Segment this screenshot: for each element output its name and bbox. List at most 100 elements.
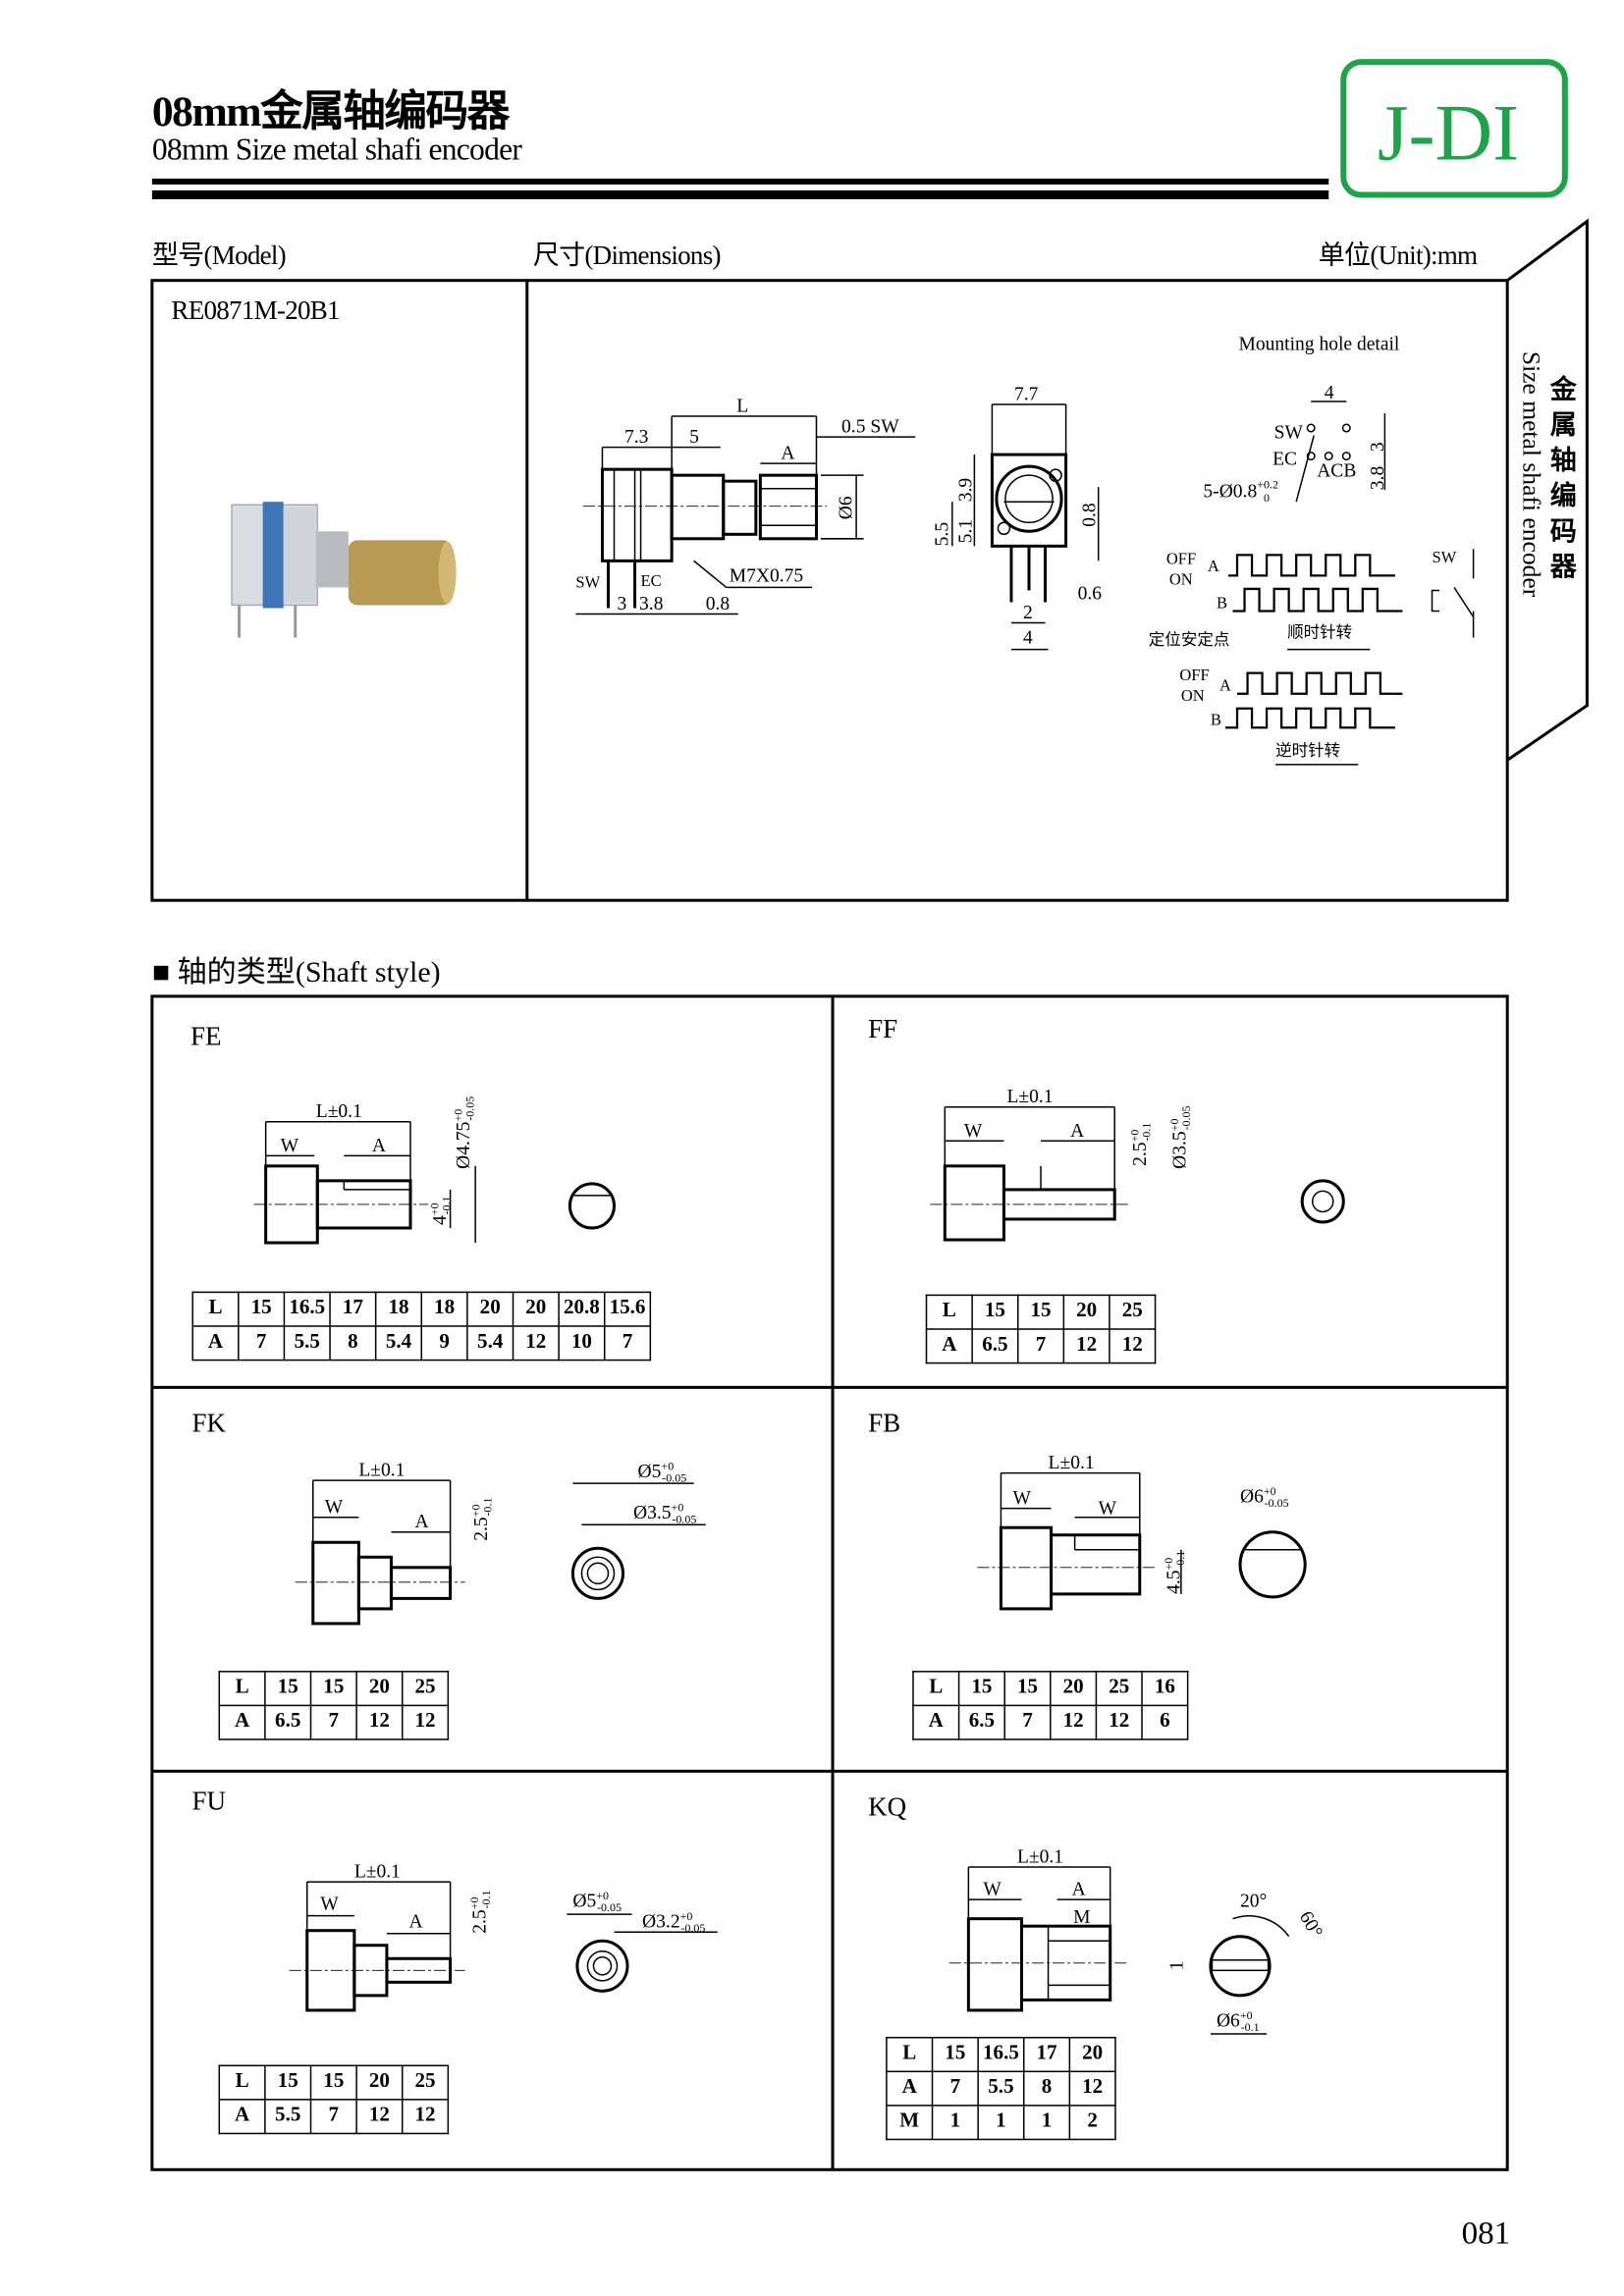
fe-dim-A: A: [372, 1136, 386, 1156]
kq-shaft-drawing: L±0.1 W A M 1 20° 60° Ø6+0-0.1: [948, 1847, 1326, 2035]
ff-shaft-drawing: L±0.1 W A 2.5+0-0.1 Ø3.5+0-0.05: [930, 1087, 1345, 1242]
row-header-cell: A: [191, 1325, 240, 1362]
kq-dim-slot: 1: [1166, 1961, 1187, 1971]
panel-label-kq: KQ: [868, 1791, 907, 1822]
title-cn: 08mm金属轴编码器: [151, 88, 510, 136]
table-cell: 15: [1016, 1294, 1065, 1330]
ccw-off-label: OFF: [1179, 666, 1209, 684]
fu-dim-d2: Ø5+0-0.05: [572, 1889, 622, 1914]
mount-ec-label: EC: [1272, 450, 1297, 470]
table-cell: 25: [401, 2064, 450, 2101]
table-cell: 17: [329, 1291, 377, 1327]
detent-label: 定位安定点: [1149, 630, 1230, 649]
dimensions-label: 尺寸(Dimensions): [532, 240, 722, 271]
row-header-cell: A: [218, 1704, 266, 1740]
panel-label-fb: FB: [868, 1408, 901, 1438]
encoder-photo: [231, 502, 457, 638]
fe-dim-L: L±0.1: [316, 1101, 362, 1122]
table-cell: 12: [1109, 1328, 1157, 1364]
shaft-section-title: 轴的类型(Shaft style): [177, 956, 441, 989]
model-label: 型号(Model): [151, 240, 287, 271]
front-view-drawing: 7.7 3.9 5.5 5.1 0.8 0.6 2 4: [932, 384, 1102, 651]
table-cell: 20: [466, 1291, 514, 1327]
table-cell: 18: [374, 1291, 423, 1327]
dim-0-5-sw: 0.5 SW: [841, 417, 899, 438]
table-cell: 12: [1095, 1704, 1143, 1740]
side-tab-text: Size metal shafi encoder: [1518, 351, 1546, 598]
table-cell: 12: [355, 2099, 404, 2135]
row-header-cell: A: [912, 1704, 960, 1740]
row-header-cell: L: [191, 1291, 240, 1327]
table-cell: 15: [931, 2036, 979, 2073]
ff-dim-d1: 2.5+0-0.1: [1127, 1123, 1153, 1166]
table-cell: 15: [1003, 1671, 1052, 1707]
shaft-section-heading: ■ 轴的类型(Shaft style): [152, 947, 441, 990]
table-cell: 20: [1050, 1671, 1098, 1707]
fb-dim-d2: Ø6+0-0.05: [1240, 1484, 1289, 1510]
clockwise-label: 顺时针转: [1287, 623, 1352, 642]
dim-7-3: 7.3: [624, 427, 648, 448]
table-cell: 25: [1109, 1294, 1157, 1330]
pin-ec-label: EC: [641, 571, 662, 590]
mount-acb-label: ACB: [1317, 461, 1356, 482]
spec-box: [150, 279, 1509, 902]
table-cell: 7: [1003, 1704, 1052, 1740]
ccw-b-label: B: [1211, 710, 1221, 728]
table-cell: 12: [512, 1325, 560, 1362]
dim-5-1: 5.1: [955, 519, 976, 543]
cw-on-label: ON: [1169, 569, 1193, 588]
fb-dim-d1: 4.5+0-0.1: [1162, 1551, 1187, 1594]
panel-label-fe: FE: [189, 1021, 222, 1051]
table-cell: 20: [1062, 1294, 1110, 1330]
ccw-on-label: ON: [1181, 686, 1205, 705]
table-cell: 15: [309, 2064, 357, 2101]
table-cell: 5.5: [283, 1325, 331, 1362]
table-cell: 6.5: [957, 1704, 1005, 1740]
logo: [1340, 59, 1568, 198]
cw-b-label: B: [1217, 593, 1227, 612]
ccw-a-label: A: [1219, 676, 1231, 695]
kq-dim-A: A: [1072, 1880, 1086, 1900]
kq-angle-60: 60°: [1295, 1908, 1326, 1942]
switch-symbol-icon: [1431, 549, 1475, 638]
dim-5-5: 5.5: [932, 522, 952, 546]
fk-dim-d1: 2.5+0-0.1: [469, 1498, 495, 1541]
mount-dim-3-8: 3.8: [1368, 466, 1388, 491]
table-cell: 12: [1062, 1328, 1110, 1364]
table-cell: 15: [309, 1671, 357, 1707]
table-cell: 2: [1068, 2105, 1116, 2141]
table-cell: 15: [957, 1671, 1005, 1707]
kq-dim-d2: Ø6+0-0.1: [1217, 2008, 1260, 2034]
row-header-cell: L: [925, 1294, 973, 1330]
table-cell: 15.6: [603, 1291, 652, 1327]
panel-label-fu: FU: [191, 1786, 227, 1816]
row-header-cell: A: [218, 2099, 266, 2135]
pin-sw-label: SW: [575, 572, 600, 591]
ff-dim-L: L±0.1: [1006, 1087, 1053, 1107]
table-cell: 1: [977, 2105, 1025, 2141]
table-cell: 20: [355, 2064, 404, 2101]
row-header-cell: L: [218, 1671, 266, 1707]
mount-dim-3: 3: [1368, 442, 1388, 452]
fk-dim-d3: Ø3.5+0-0.05: [633, 1501, 696, 1526]
table-cell: 9: [420, 1325, 468, 1362]
mount-dim-4: 4: [1325, 383, 1334, 403]
table-cell: 17: [1022, 2036, 1071, 2073]
unit-label: 单位(Unit):mm: [1318, 240, 1478, 271]
row-header-cell: L: [886, 2036, 934, 2073]
table-cell: 7: [309, 1704, 357, 1740]
table-cell: 10: [558, 1325, 606, 1362]
kq-angle-20: 20°: [1240, 1892, 1267, 1912]
title-en: 08mm Size metal shafi encoder: [151, 131, 522, 167]
